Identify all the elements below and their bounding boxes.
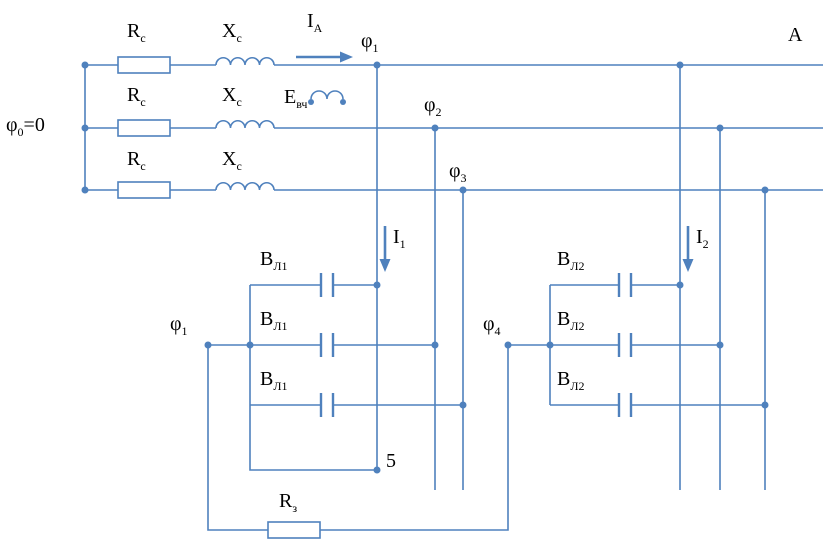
- label-phase-a: A: [788, 24, 803, 46]
- capacitor-bank-vl1: [208, 273, 463, 471]
- ground-loop: [207, 345, 509, 539]
- resistor-rc-c: [117, 181, 171, 199]
- label-vl1-row3: ВЛ1: [260, 368, 288, 393]
- label-rc-c: Rc: [127, 148, 146, 173]
- label-vl2-row3: ВЛ2: [557, 368, 585, 393]
- label-xc-c: Xc: [222, 148, 242, 173]
- resistor-rc-b: [117, 119, 171, 137]
- phase-c-line: [85, 181, 823, 199]
- label-evch: Eвч: [284, 86, 308, 111]
- label-phi1-top: φ1: [361, 30, 379, 55]
- label-current-ia: IA: [307, 10, 323, 35]
- current-arrow-i1: [379, 226, 391, 272]
- label-vl2-row2: ВЛ2: [557, 308, 585, 333]
- label-node5: 5: [386, 450, 396, 472]
- current-arrow-i2: [682, 226, 694, 272]
- resistor-rz: [267, 521, 321, 539]
- current-arrow-ia: [296, 51, 353, 63]
- inductor-xc-a: [215, 57, 275, 66]
- phase-b-line: [85, 119, 823, 137]
- label-rc-a: Rc: [127, 20, 146, 45]
- label-xc-a: Xc: [222, 20, 242, 45]
- label-current-i1: I1: [393, 226, 406, 251]
- label-phi1-left: φ1: [170, 313, 188, 338]
- label-rz: Rз: [279, 490, 298, 515]
- label-vl1-row1: ВЛ1: [260, 248, 288, 273]
- label-phi2: φ2: [424, 94, 442, 119]
- inductor-xc-b: [215, 120, 275, 129]
- junction-dots: [81, 61, 769, 474]
- label-phi0: φ0=0: [6, 114, 45, 139]
- inductor-xc-c: [215, 182, 275, 191]
- label-phi3: φ3: [449, 160, 467, 185]
- phase-a-line: [85, 56, 823, 74]
- label-vl1-row2: ВЛ1: [260, 308, 288, 333]
- capacitor-bank-vl2: [508, 273, 765, 417]
- label-current-i2: I2: [696, 226, 709, 251]
- label-xc-b: Xc: [222, 84, 242, 109]
- label-vl2-row1: ВЛ2: [557, 248, 585, 273]
- label-phi4: φ4: [483, 313, 501, 338]
- label-rc-b: Rc: [127, 84, 146, 109]
- evch-source-symbol: [308, 90, 346, 105]
- resistor-rc-a: [117, 56, 171, 74]
